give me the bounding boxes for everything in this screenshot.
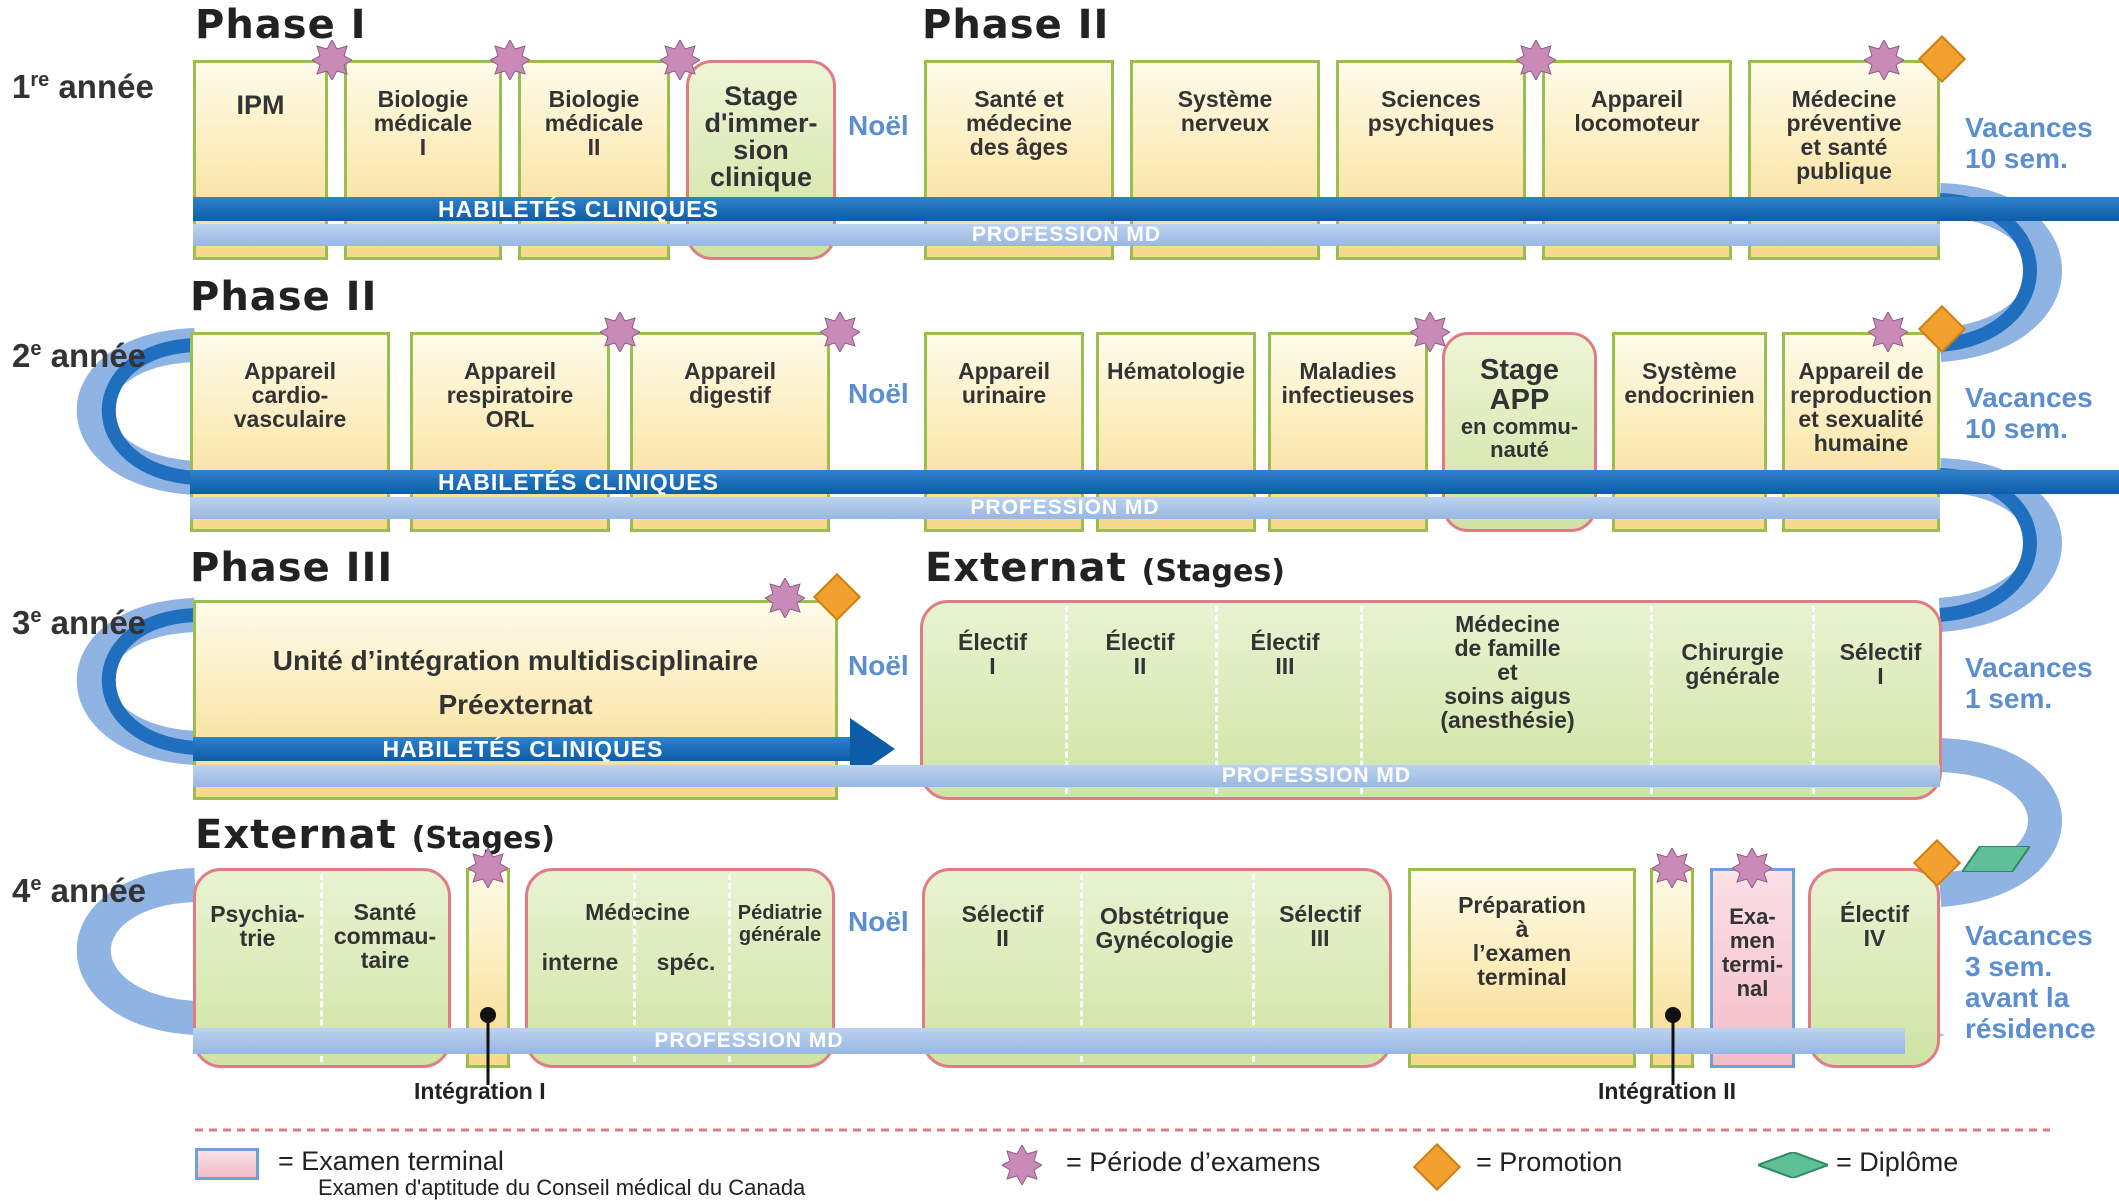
integration-1-label: Intégration I (414, 1078, 546, 1104)
band-profession-y2: PROFESSION MD (190, 496, 1940, 519)
exam-period-icon (660, 40, 700, 80)
exam-period-icon (820, 312, 860, 352)
exam-period-icon (1868, 312, 1908, 352)
stage-medecine-famille: Médecine de famille et soins aigus (anes… (1440, 611, 1575, 733)
stage-electif-3: Électif III (1250, 629, 1320, 679)
stage-obstetrique: Obstétrique Gynécologie (1095, 903, 1234, 953)
stage-pediatrie: Pédiatrie générale (737, 902, 823, 946)
phase-heading-1: Phase I (195, 2, 367, 48)
phase-heading-externat-4: Externat (Stages) (195, 812, 555, 858)
band-habiletes-y2: HABILETÉS CLINIQUES (190, 469, 2119, 495)
exam-period-icon (1410, 312, 1450, 352)
separator (728, 874, 731, 1062)
vacances-y4: Vacances 3 sem. avant la résidence (1965, 920, 2096, 1044)
separator (1080, 874, 1083, 1062)
phase-heading-externat: Externat (Stages) (925, 545, 1285, 591)
stage-chirurgie: Chirurgie générale (1681, 639, 1784, 689)
band-habiletes-y1: HABILETÉS CLINIQUES (193, 196, 2119, 222)
vacances-y2: Vacances 10 sem. (1965, 382, 2093, 444)
exam-period-icon (1652, 848, 1692, 888)
year-1-label: 1re année (12, 68, 154, 105)
phase-heading-3: Phase III (190, 545, 394, 591)
diploma-icon (1962, 846, 2030, 872)
stage-sante-communautaire: Santé commau- taire (333, 899, 437, 973)
legend-exam-terminal-swatch (195, 1148, 259, 1180)
separator (633, 874, 636, 1062)
exam-period-icon (1732, 848, 1772, 888)
stage-app-sub: en commu- nauté (1460, 414, 1579, 462)
integration-title: Unité d’intégration multidisciplinaire (272, 645, 759, 676)
legend-diploma: = Diplôme (1836, 1147, 1959, 1177)
band-profession-y1: PROFESSION MD (193, 223, 1940, 246)
integration-2-label: Intégration II (1598, 1078, 1736, 1104)
band-profession-y4: PROFESSION MD (193, 1028, 1905, 1054)
exam-period-icon (1516, 40, 1556, 80)
noel-label-y1: Noël (848, 110, 909, 141)
integration-1-pin (480, 1007, 496, 1085)
legend-exam-terminal: = Examen terminal (278, 1146, 504, 1176)
stage-medecine-spec: spéc. (656, 949, 716, 975)
exam-period-icon (312, 40, 352, 80)
separator (1252, 874, 1255, 1062)
stage-electif-1: Électif I (957, 629, 1028, 679)
integration-sub: Préexternat (438, 689, 593, 720)
stage-psychiatrie: Psychia- trie (210, 901, 305, 951)
noel-label-y4: Noël (848, 906, 909, 937)
exam-period-icon (600, 312, 640, 352)
year-4-label: 4e année (12, 872, 147, 909)
separator (1360, 606, 1363, 794)
legend-promotion: = Promotion (1476, 1147, 1623, 1177)
noel-label-y2: Noël (848, 378, 909, 409)
separator (1215, 606, 1218, 794)
legend-exam-period: = Période d’examens (1066, 1147, 1321, 1177)
separator (1650, 606, 1653, 794)
phase-heading-2: Phase II (922, 2, 1110, 48)
legend-diploma-icon (1758, 1152, 1828, 1178)
stage-electif-2: Électif II (1105, 629, 1175, 679)
vacances-y1: Vacances 10 sem. (1965, 112, 2093, 174)
stage-selectif-1: Sélectif I (1839, 639, 1922, 689)
habiletes-arrow-head (850, 718, 895, 780)
exam-period-icon (1864, 40, 1904, 80)
band-profession-y3: PROFESSION MD (193, 764, 1940, 787)
exam-period-icon (765, 578, 805, 618)
integration-2-pin (1665, 1007, 1681, 1085)
separator (320, 874, 323, 1062)
year-2-label: 2e année (12, 337, 147, 374)
band-habiletes-y3: HABILETÉS CLINIQUES (193, 736, 853, 762)
separator (1812, 606, 1815, 794)
exam-period-icon (490, 40, 530, 80)
separator (1065, 606, 1068, 794)
phase-heading-2b: Phase II (190, 274, 378, 320)
stage-selectif-2: Sélectif II (961, 901, 1044, 951)
legend-exam-terminal-sub: Examen d'aptitude du Conseil médical du … (318, 1175, 806, 1200)
stage-medecine-interne: interne (541, 949, 619, 975)
stage-selectif-3: Sélectif III (1279, 901, 1361, 951)
exam-period-icon (468, 848, 508, 888)
vacances-y3: Vacances 1 sem. (1965, 652, 2093, 714)
stage-app-title: Stage APP (1480, 354, 1559, 416)
noel-label-y3: Noël (848, 650, 909, 681)
stage-electif-4: Électif IV (1839, 901, 1910, 951)
legend-exam-period-icon (1002, 1145, 1042, 1185)
year-3-label: 3e année (12, 604, 147, 641)
stage-medecine: Médecine (585, 899, 690, 925)
